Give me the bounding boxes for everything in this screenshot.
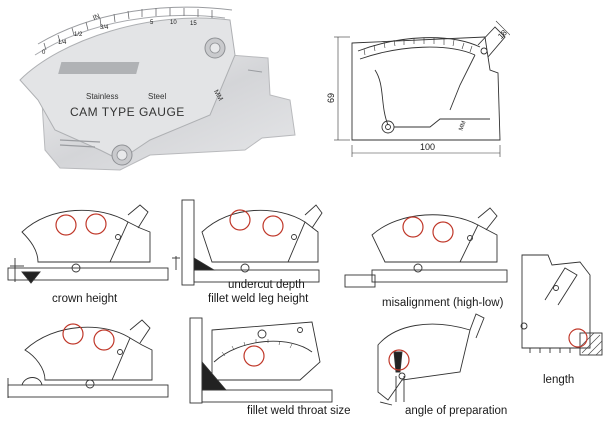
caption-throat: fillet weld throat size: [247, 405, 351, 417]
photo-mark-15: 15: [190, 21, 197, 27]
photo-logo-bar: [58, 62, 140, 74]
diagram-fillet-leg: [172, 199, 323, 286]
photo-brand-right: Steel: [148, 92, 167, 101]
photo-mark-5: 5: [150, 20, 154, 26]
drawing-scale-ticks: [363, 38, 473, 56]
caption-misalignment: misalignment (high-low): [382, 297, 504, 309]
caption-angle: angle of preparation: [405, 405, 508, 417]
photo-title: CAM TYPE GAUGE: [70, 105, 185, 119]
caption-crown-height: crown height: [52, 293, 118, 305]
photo-mark-3quarter: 3/4: [100, 25, 109, 31]
photo-scale-ticks: [43, 8, 213, 51]
caption-length: length: [543, 374, 575, 386]
diagram-crown-height: [7, 204, 169, 282]
dimension-width: 100: [420, 142, 436, 152]
photo-mark-half: 1/2: [74, 32, 83, 38]
diagram-angle: [377, 313, 485, 406]
caption-fillet-leg: fillet weld leg height: [208, 293, 309, 305]
diagram-throat: [189, 317, 333, 404]
photo-mark-10: 10: [170, 20, 177, 26]
gauge-photo: Stainless Steel CAM TYPE GAUGE MM IN 0 1…: [0, 0, 300, 180]
diagram-crown-2: [7, 319, 169, 398]
caption-undercut-depth: undercut depth: [228, 279, 305, 291]
angle-weld-tip: [393, 351, 403, 373]
fillet-leg-weld: [193, 257, 216, 271]
diagram-length: [520, 254, 603, 356]
throat-weld: [201, 360, 227, 391]
gauge-photo-shape: [19, 6, 296, 171]
throat-scale-ticks: [221, 339, 293, 357]
diagram-misalignment: [344, 207, 508, 288]
highlight-circles: [55, 209, 588, 371]
photo-mark-quarter: 1/4: [58, 40, 67, 46]
dimension-drawing-shape: [334, 20, 510, 157]
photo-mark-0: 0: [42, 50, 46, 56]
dimension-drawing: 100 69 18 MM: [320, 15, 510, 170]
crown-weld-bead: [21, 271, 41, 284]
length-hatching: [579, 332, 603, 356]
photo-brand-left: Stainless: [86, 92, 119, 101]
